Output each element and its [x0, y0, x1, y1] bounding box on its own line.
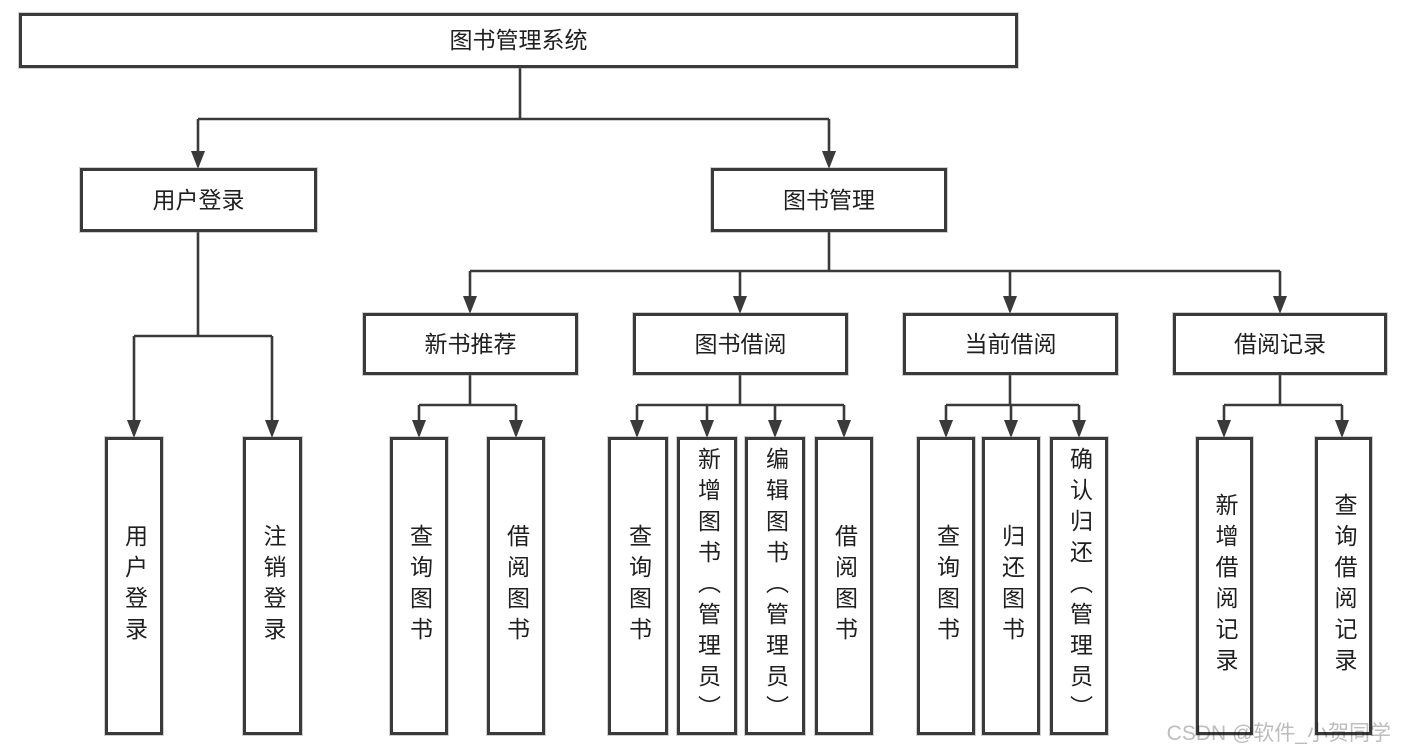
- leaf-borrow-book-label: 借阅图书: [831, 524, 858, 648]
- node-new-book-recommend: 新书推荐: [363, 313, 578, 375]
- node-borrowing-records-label: 借阅记录: [1234, 330, 1326, 357]
- leaf-borrowing-query-book: 查询图书: [608, 437, 668, 735]
- node-book-borrowing-label: 图书借阅: [694, 330, 787, 357]
- node-root: 图书管理系统: [19, 13, 1018, 68]
- leaf-recommend-borrow-book-label: 借阅图书: [503, 524, 530, 648]
- leaf-logout-label: 注销登录: [260, 524, 286, 648]
- node-root-label: 图书管理系统: [449, 27, 588, 53]
- leaf-recommend-borrow-book: 借阅图书: [487, 437, 545, 735]
- node-borrowing-records: 借阅记录: [1173, 313, 1387, 375]
- leaf-user-login: 用户登录: [105, 437, 163, 735]
- node-user-login-label: 用户登录: [152, 186, 245, 213]
- leaf-return-book-label: 归还图书: [998, 524, 1025, 648]
- leaf-return-book: 归还图书: [982, 437, 1040, 735]
- node-current-borrowing-label: 当前借阅: [964, 330, 1057, 357]
- leaf-add-book-admin: 新增图书（管理员）: [677, 437, 737, 735]
- leaf-query-borrow-record-label: 查询借阅记录: [1331, 493, 1357, 679]
- leaf-borrowing-query-book-label: 查询图书: [625, 524, 652, 648]
- node-book-management-label: 图书管理: [783, 186, 875, 213]
- leaf-add-borrow-record-label: 新增借阅记录: [1212, 493, 1238, 679]
- node-new-book-recommend-label: 新书推荐: [424, 330, 517, 357]
- leaf-edit-book-admin-label: 编辑图书（管理员）: [762, 446, 789, 726]
- leaf-logout: 注销登录: [243, 437, 302, 735]
- node-user-login: 用户登录: [80, 168, 317, 232]
- leaf-recommend-query-book-label: 查询图书: [406, 524, 433, 648]
- leaf-current-query-book-label: 查询图书: [933, 524, 960, 648]
- leaf-borrow-book: 借阅图书: [815, 437, 873, 735]
- leaf-current-query-book: 查询图书: [917, 437, 975, 735]
- leaf-query-borrow-record: 查询借阅记录: [1315, 437, 1372, 735]
- leaf-confirm-return-admin-label: 确认归还（管理员）: [1066, 446, 1093, 726]
- leaf-add-book-admin-label: 新增图书（管理员）: [694, 446, 721, 726]
- leaf-confirm-return-admin: 确认归还（管理员）: [1050, 437, 1108, 735]
- node-book-management: 图书管理: [711, 168, 947, 232]
- node-current-borrowing: 当前借阅: [903, 313, 1118, 375]
- leaf-edit-book-admin: 编辑图书（管理员）: [745, 437, 805, 735]
- arrowheads: [127, 151, 1349, 438]
- leaf-add-borrow-record: 新增借阅记录: [1196, 437, 1253, 735]
- node-book-borrowing: 图书借阅: [633, 313, 848, 375]
- csdn-watermark: CSDN @软件_小贺同学: [1166, 722, 1391, 745]
- leaf-user-login-label: 用户登录: [121, 524, 148, 648]
- leaf-recommend-query-book: 查询图书: [390, 437, 448, 735]
